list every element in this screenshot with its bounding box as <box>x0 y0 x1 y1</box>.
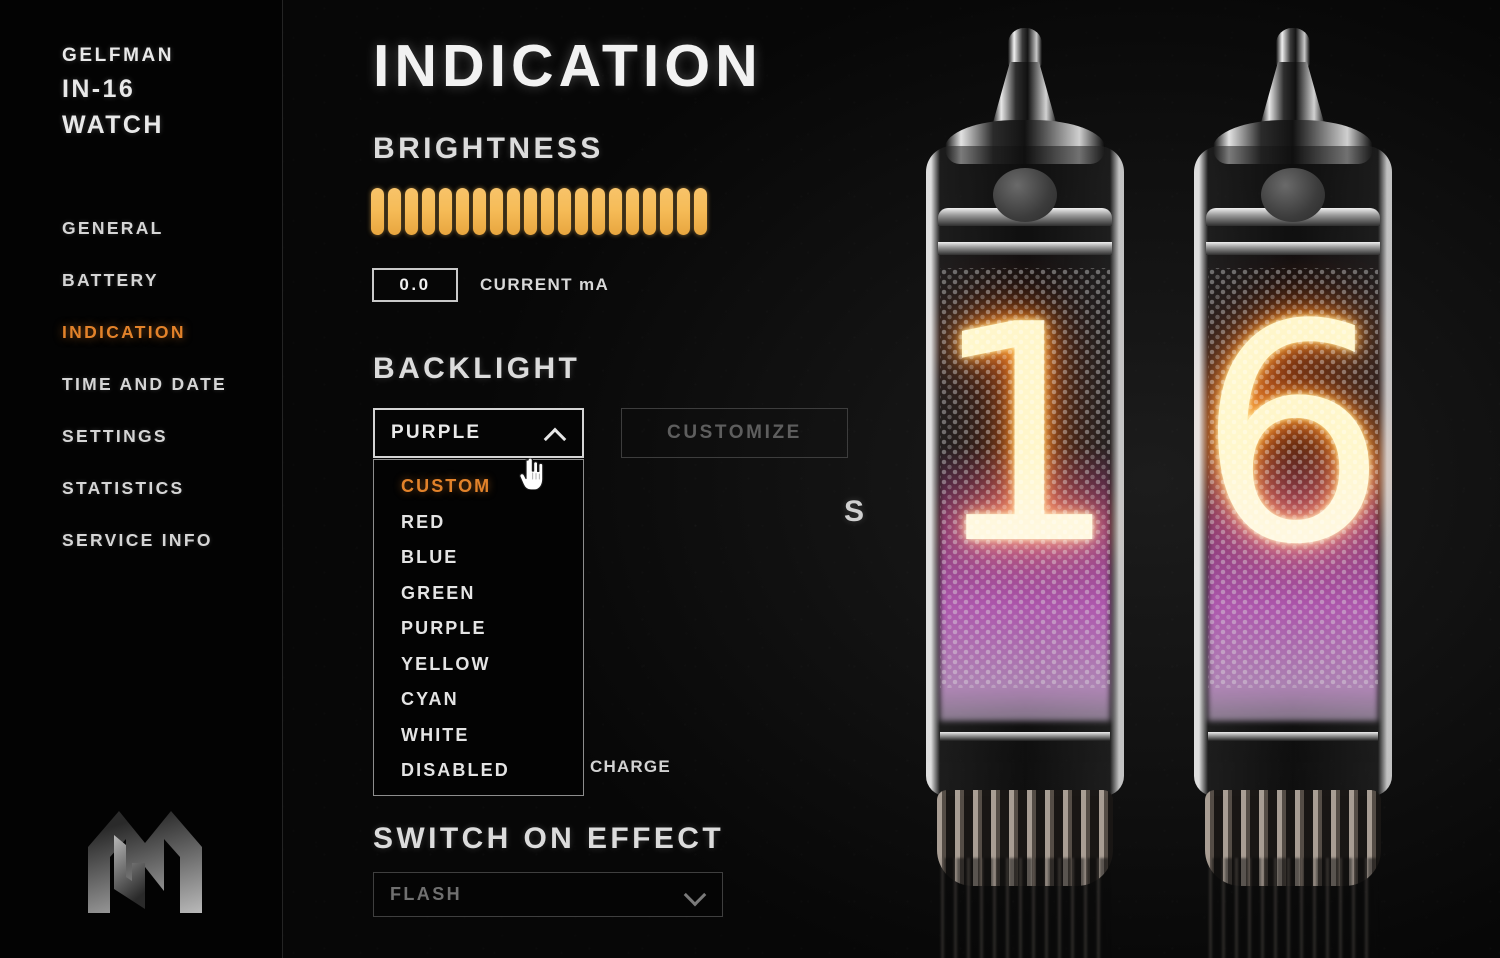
brightness-segment[interactable] <box>405 188 418 235</box>
brightness-segment[interactable] <box>626 188 639 235</box>
switch-on-effect-select[interactable]: FLASH <box>373 872 723 917</box>
tube-mesh-screen <box>939 268 1110 688</box>
tube-tip <box>1275 28 1310 68</box>
brightness-segment[interactable] <box>660 188 673 235</box>
sidebar-item-settings[interactable]: SETTINGS <box>62 426 168 446</box>
brightness-segment[interactable] <box>524 188 537 235</box>
brand-title: GELFMAN IN-16 WATCH <box>62 43 174 142</box>
tube-body: 6 <box>1193 146 1392 796</box>
tube-pins <box>1208 858 1377 958</box>
brightness-segment[interactable] <box>456 188 469 235</box>
switch-on-effect-value: FLASH <box>390 884 462 904</box>
tube-backlight-glow <box>939 446 1110 721</box>
backlight-select[interactable]: PURPLE <box>373 408 584 458</box>
chevron-down-icon <box>684 888 706 901</box>
customize-button[interactable]: CUSTOMIZE <box>621 408 848 458</box>
obscured-section-heading-fragment: S <box>844 495 868 528</box>
sidebar-item-indication[interactable]: INDICATION <box>62 322 186 342</box>
sidebar-item-general[interactable]: GENERAL <box>62 218 164 238</box>
brightness-segment[interactable] <box>558 188 571 235</box>
tube-pins <box>940 858 1109 958</box>
dropdown-option-disabled[interactable]: DISABLED <box>401 760 510 780</box>
dropdown-option-cyan[interactable]: CYAN <box>401 689 459 709</box>
brand-line-3: WATCH <box>62 110 164 139</box>
brightness-segment[interactable] <box>541 188 554 235</box>
sidebar-item-battery[interactable]: BATTERY <box>62 270 159 290</box>
backlight-dropdown-menu[interactable]: CUSTOM RED BLUE GREEN PURPLE YELLOW CYAN WHITE D… <box>373 459 584 796</box>
brightness-segment[interactable] <box>507 188 520 235</box>
backlight-heading: BACKLIGHT <box>373 352 581 385</box>
gelfman-shield-logo <box>84 805 206 917</box>
tube-anode-cap <box>992 168 1057 222</box>
tube-tip <box>1007 28 1042 68</box>
sidebar-item-service-info[interactable]: SERVICE INFO <box>62 530 213 550</box>
tube-mesh-screen <box>1207 268 1378 688</box>
tube-body: 1 <box>925 146 1124 796</box>
brightness-segment[interactable] <box>643 188 656 235</box>
nixie-tube-left: 1 <box>917 28 1132 958</box>
brightness-segment[interactable] <box>439 188 452 235</box>
brightness-segment[interactable] <box>371 188 384 235</box>
brightness-slider[interactable] <box>371 188 707 235</box>
charge-text-fragment: CHARGE <box>590 757 671 776</box>
dropdown-option-red[interactable]: RED <box>401 511 446 532</box>
nixie-tube-right: 6 <box>1185 28 1400 958</box>
brightness-segment[interactable] <box>575 188 588 235</box>
brand-line-1: GELFMAN <box>62 45 175 66</box>
chevron-up-icon <box>544 427 566 440</box>
brightness-segment[interactable] <box>677 188 690 235</box>
dropdown-option-purple[interactable]: PURPLE <box>401 618 487 638</box>
brightness-segment[interactable] <box>422 188 435 235</box>
tube-digit-left: 1 <box>929 261 1120 610</box>
page-title: INDICATION <box>373 33 763 99</box>
main-content: INDICATION BRIGHTNESS 0.0 CURRENT mA BAC… <box>283 0 1500 958</box>
dropdown-option-green[interactable]: GREEN <box>401 582 476 603</box>
tube-backlight-glow <box>1207 446 1378 721</box>
current-readout-row: 0.0 CURRENT mA <box>372 268 609 302</box>
brightness-segment[interactable] <box>473 188 486 235</box>
switch-on-effect-heading: SWITCH ON EFFECT <box>373 822 725 855</box>
backlight-select-value: PURPLE <box>391 422 482 443</box>
dropdown-option-custom[interactable]: CUSTOM <box>401 476 492 496</box>
sidebar: GELFMAN IN-16 WATCH GENERAL BATTERY INDI… <box>0 0 283 958</box>
brightness-segment[interactable] <box>694 188 707 235</box>
brightness-segment[interactable] <box>609 188 622 235</box>
tube-lower-rail <box>1207 732 1378 741</box>
dropdown-option-blue[interactable]: BLUE <box>401 547 459 567</box>
tube-digit-right: 6 <box>1197 261 1388 610</box>
dropdown-option-white[interactable]: WHITE <box>401 724 470 745</box>
tube-base <box>1204 790 1381 886</box>
sidebar-nav: GENERAL BATTERY INDICATION TIME AND DATE… <box>62 218 272 582</box>
sidebar-item-statistics[interactable]: STATISTICS <box>62 478 185 498</box>
tube-lower-rail <box>939 732 1110 741</box>
brightness-segment[interactable] <box>490 188 503 235</box>
nixie-tube-preview: 1 6 <box>855 0 1500 958</box>
brightness-segment[interactable] <box>592 188 605 235</box>
tube-brace-lower <box>1205 242 1380 255</box>
brightness-segment[interactable] <box>388 188 401 235</box>
tube-base <box>936 790 1113 886</box>
dropdown-option-yellow[interactable]: YELLOW <box>401 653 491 674</box>
brand-line-2: IN-16 <box>62 74 136 103</box>
current-value-field[interactable]: 0.0 <box>372 268 458 302</box>
current-label: CURRENT mA <box>480 275 610 294</box>
brightness-heading: BRIGHTNESS <box>373 132 604 165</box>
tube-brace-lower <box>937 242 1112 255</box>
sidebar-item-time-and-date[interactable]: TIME AND DATE <box>62 374 228 394</box>
tube-anode-cap <box>1260 168 1325 222</box>
